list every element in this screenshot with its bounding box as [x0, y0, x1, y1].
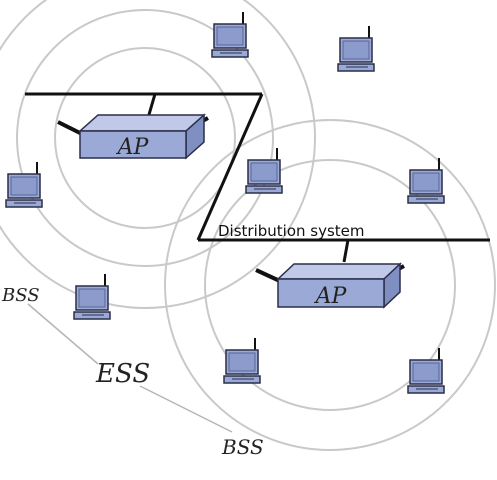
bss-label-bottom: BSS [221, 435, 264, 459]
bss1-coverage-rings [0, 0, 316, 309]
ap1-label: AP [116, 135, 150, 160]
ap2-label: AP [314, 284, 348, 309]
station-computer-icon [407, 347, 445, 394]
station-computer-icon [211, 11, 249, 58]
station-computer-icon [245, 147, 283, 194]
station-computer-icon [337, 25, 375, 72]
station-computer-icon [223, 337, 261, 384]
bss2-coverage-rings [164, 119, 496, 451]
distribution-system-wiring [25, 92, 490, 263]
distribution-system-label: Distribution system [218, 222, 365, 240]
station-computer-icon [73, 273, 111, 320]
label-connectors [27, 303, 233, 433]
access-point-2: AP [255, 262, 405, 309]
ess-label: ESS [95, 359, 150, 389]
access-point-1: AP [57, 113, 209, 160]
station-computer-icon [5, 161, 43, 208]
bss-label-left: BSS [1, 285, 40, 306]
station-computer-icon [407, 157, 445, 204]
